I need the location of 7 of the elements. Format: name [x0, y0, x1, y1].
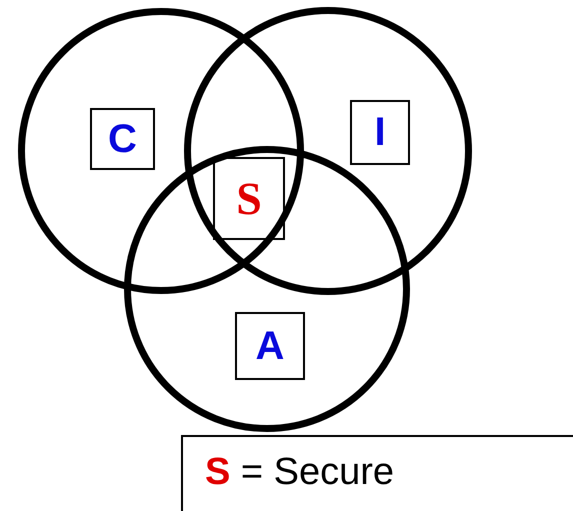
set-circle	[18, 8, 304, 294]
letter-box: A	[235, 312, 305, 380]
key-note: S = Secure	[181, 435, 573, 511]
letter-box: S	[213, 157, 285, 240]
letter-box: I	[350, 100, 410, 165]
set-circle	[184, 7, 472, 295]
letter-box: C	[90, 108, 155, 170]
